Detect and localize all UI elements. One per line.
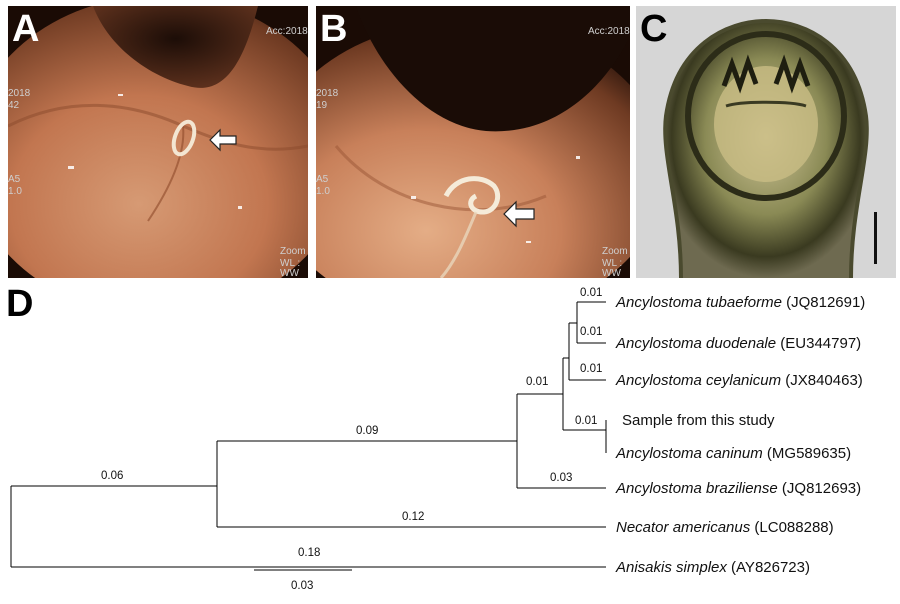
overlay-acc-a: Acc:2018 [266, 26, 308, 37]
taxon-label: Ancylostoma duodenale (EU344797) [615, 335, 861, 352]
taxon-accession: (AY826723) [731, 559, 810, 576]
taxon-label: Anisakis simplex (AY826723) [615, 559, 810, 576]
taxon-species: Ancylostoma caninum [615, 445, 763, 462]
branch-length-label: 0.01 [575, 415, 597, 427]
taxon-species: Ancylostoma ceylanicum [615, 372, 781, 389]
taxon-label: Necator americanus (LC088288) [616, 519, 834, 536]
overlay-acc-b: Acc:2018 [588, 26, 630, 37]
overlay-ww-b: WW [602, 268, 621, 278]
micrograph-graphic [636, 6, 896, 278]
taxon-accession: (LC088288) [754, 519, 833, 536]
panel-d-label: D [6, 283, 33, 325]
taxon-label: Ancylostoma tubaeforme (JQ812691) [615, 294, 865, 311]
panel-c-label: C [640, 8, 668, 50]
taxon-species: Sample from this study [622, 412, 775, 429]
overlay-wl-b: WL : [602, 258, 623, 269]
panel-a-label: A [12, 8, 40, 50]
taxon-species: Ancylostoma tubaeforme [615, 294, 782, 311]
branch-length-label: 0.01 [580, 287, 602, 299]
taxon-label: Ancylostoma braziliense (JQ812693) [615, 480, 861, 497]
endoscopy-image-b: B Acc:2018 2018 19 A5 1.0 Zoom WL : WW [316, 6, 630, 278]
overlay-year-b: 2018 [316, 88, 339, 99]
endoscopy-image-b-graphic [316, 6, 630, 278]
overlay-ratio-b: 1.0 [316, 186, 330, 197]
phylogenetic-tree: D [0, 280, 900, 599]
taxon-label: Ancylostoma ceylanicum (JX840463) [615, 372, 863, 389]
taxon-label: Ancylostoma caninum (MG589635) [615, 445, 851, 462]
tree-branches [10, 301, 607, 571]
branch-length-label: 0.03 [550, 472, 572, 484]
taxon-accession: (MG589635) [767, 445, 851, 462]
branch-length-label: 0.09 [356, 425, 378, 437]
panel-b-label: B [320, 8, 348, 50]
taxon-species: Ancylostoma braziliense [615, 480, 778, 497]
overlay-ww-a: WW [280, 268, 299, 278]
endoscopy-image-a-graphic [8, 6, 308, 278]
micrograph-image-c: C [636, 6, 896, 278]
branch-length-label: 0.01 [580, 326, 602, 338]
taxon-accession: (JQ812691) [786, 294, 865, 311]
branch-length-label: 0.01 [526, 376, 548, 388]
overlay-wl-a: WL : [280, 258, 301, 269]
taxon-accession: (EU344797) [780, 335, 861, 352]
overlay-num-b: 19 [316, 100, 328, 111]
branch-length-label: 0.06 [101, 470, 123, 482]
branch-length-label: 0.01 [580, 363, 602, 375]
branch-length-label: 0.12 [402, 511, 424, 523]
overlay-a5-a: A5 [8, 174, 21, 185]
taxon-species: Anisakis simplex [615, 559, 727, 576]
phylogenetic-tree-graphic: D [6, 283, 865, 592]
taxon-species: Ancylostoma duodenale [615, 335, 776, 352]
endoscopy-image-a: A Acc:2018 2018 42 A5 1.0 Zoom WL : WW [8, 6, 308, 278]
overlay-a5-b: A5 [316, 174, 329, 185]
taxon-accession: (JQ812693) [782, 480, 861, 497]
overlay-num-a: 42 [8, 100, 20, 111]
overlay-zoom-a: Zoom [280, 246, 306, 257]
overlay-ratio-a: 1.0 [8, 186, 22, 197]
overlay-zoom-b: Zoom [602, 246, 628, 257]
taxon-species: Necator americanus [616, 519, 751, 536]
scale-bar-label: 0.03 [291, 580, 313, 592]
branch-length-label: 0.18 [298, 547, 320, 559]
taxon-accession: (JX840463) [785, 372, 863, 389]
taxon-label: Sample from this study [622, 412, 775, 429]
overlay-year-a: 2018 [8, 88, 31, 99]
